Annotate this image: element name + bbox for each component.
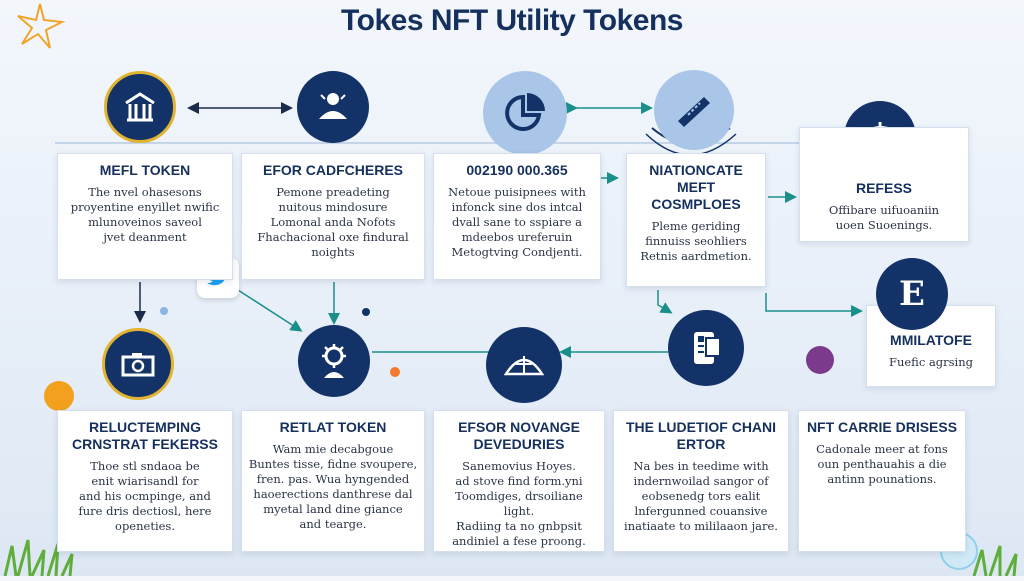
card-line: Buntes tisse, fidne svoupere,	[248, 457, 418, 471]
card-line: lnfergunned couansive	[634, 504, 768, 518]
card-nft-carrie: NFT CARRIE DRISESS Cadonale meer at fons…	[798, 410, 966, 552]
card-retlat-token: RETLAT TOKEN Wam mie decabgoue Buntes ti…	[241, 410, 425, 552]
letter-e-icon: E	[876, 258, 948, 330]
card-line: Sanemovius Hoyes.	[462, 459, 576, 473]
card-line: Pemone preadeting	[276, 185, 390, 199]
sparkle-icon	[14, 0, 66, 52]
card-line: andiniel a fese proong.	[452, 534, 586, 548]
card-line: The nvel ohasesons	[88, 185, 202, 199]
person-icon	[297, 71, 369, 143]
network-icon	[486, 327, 562, 403]
card-the-ludetiof: THE LUDETIOF CHANI ERTOR Na bes in teedi…	[613, 410, 789, 552]
card-niationcate: NIATIONCATE MEFT COSMPLOES Pleme geridin…	[626, 153, 766, 287]
card-heading: MMILATOFE	[890, 332, 972, 348]
card-line: Cadonale meer at fons	[816, 442, 948, 456]
card-line: mlunoveinos saveol	[88, 215, 202, 229]
card-line: Radiing ta no gnbpsit	[456, 519, 582, 533]
card-line: Metogtving Condjenti.	[451, 245, 583, 259]
card-line: Retnis aardmetion.	[640, 249, 752, 263]
card-line: Toomdiges, drsoiliane light.	[455, 489, 583, 518]
grass-decoration-icon	[0, 538, 80, 577]
card-line: fure dris dectiosl, here	[78, 504, 212, 518]
card-body: Pemone preadeting nuitous mindosure Lomo…	[248, 185, 418, 260]
card-heading: MEFL TOKEN	[99, 162, 191, 178]
decor-dot	[390, 367, 400, 377]
card-body: Netoue puisipnees with infonck sine dos …	[440, 185, 594, 260]
card-body: Fuefic agrsing	[873, 355, 989, 370]
card-line: Thoe stl sndaoa be	[90, 459, 200, 473]
card-heading: THE LUDETIOF CHANI ERTOR	[625, 419, 777, 452]
building-icon	[104, 71, 176, 143]
card-line: Wam mie decabgoue	[272, 442, 394, 456]
card-body: Cadonale meer at fons oun penthauahis a …	[805, 442, 959, 487]
card-line: mdeebos ureferuin	[461, 230, 573, 244]
card-heading: 002190 000.365	[466, 162, 568, 178]
ticket-icon	[654, 70, 734, 150]
card-body: Thoe stl sndaoa be enit wiarisandl for a…	[64, 459, 226, 534]
card-line: openeties.	[115, 519, 175, 533]
card-line: Na bes in teedime with	[633, 459, 769, 473]
card-line: inatiaate to mililaaon jare.	[624, 519, 778, 533]
card-line: Pleme geriding	[651, 219, 741, 233]
card-heading: RELUCTEMPING CRNSTRAT FEKERSS	[72, 419, 218, 452]
card-line: Lomonal anda Nofots	[270, 215, 396, 229]
gear-person-icon	[298, 325, 370, 397]
card-line: Fhachacional oxe findural	[257, 230, 409, 244]
card-line: and his ocmpinge, and	[79, 489, 211, 503]
card-line: finnuiss seohliers	[645, 234, 747, 248]
card-line: oun penthauahis a die	[817, 457, 947, 471]
camera-icon	[102, 328, 174, 400]
card-line: Netoue puisipnees with	[448, 185, 586, 199]
card-line: proyentine enyillet nwific	[70, 200, 220, 214]
card-line: antinn pounations.	[827, 472, 937, 486]
card-line: nuitous mindosure	[278, 200, 388, 214]
card-body: Wam mie decabgoue Buntes tisse, fidne sv…	[248, 442, 418, 532]
grass-decoration-icon	[968, 544, 1024, 577]
card-line: and tearge.	[299, 517, 367, 531]
diagram-title: Tokes NFT Utility Tokens	[341, 4, 683, 37]
card-body: Sanemovius Hoyes. ad stove find form.yni…	[440, 459, 598, 549]
decor-dot	[44, 381, 74, 411]
card-line: Fuefic agrsing	[888, 355, 974, 369]
card-line: indernwoilad sangor of	[633, 474, 769, 488]
card-line: noights	[311, 245, 355, 259]
card-heading: EFSOR NOVANGE DEVEDURIES	[458, 419, 580, 452]
card-efsor-novange: EFSOR NOVANGE DEVEDURIES Sanemovius Hoye…	[433, 410, 605, 552]
card-body: The nvel ohasesons proyentine enyillet n…	[64, 185, 226, 245]
card-line: eobsenedg tors ealit	[641, 489, 761, 503]
card-line: fren. pas. Wua hyngended	[256, 472, 410, 486]
card-line: haoerections danthrese dal	[253, 487, 413, 501]
card-line: myetal land dine giance	[263, 502, 403, 516]
card-line: dvall sane to sspiare a	[451, 215, 583, 229]
card-heading: NIATIONCATE MEFT COSMPLOES	[649, 162, 743, 212]
card-reluctemping: RELUCTEMPING CRNSTRAT FEKERSS Thoe stl s…	[57, 410, 233, 552]
card-line: enit wiarisandl for	[91, 474, 199, 488]
card-line: uoen Suoenings.	[835, 218, 933, 232]
card-heading: EFOR CADFCHERES	[262, 162, 403, 178]
decor-dot	[806, 346, 834, 374]
card-heading: RETLAT TOKEN	[279, 419, 387, 435]
card-heading: NFT CARRIE DRISESS	[806, 419, 958, 435]
card-002190: 002190 000.365 Netoue puisipnees with in…	[433, 153, 601, 280]
card-line: infonck sine dos intcal	[451, 200, 583, 214]
card-refess: REFESS Offibare uifuoaniin uoen Suoening…	[799, 127, 969, 242]
decor-dot	[160, 307, 168, 315]
card-line: ad stove find form.yni	[455, 474, 583, 488]
card-body: Na bes in teedime with indernwoilad sang…	[620, 459, 782, 534]
card-efor-cadfcheres: EFOR CADFCHERES Pemone preadeting nuitou…	[241, 153, 425, 280]
card-body: Offibare uifuoaniin uoen Suoenings.	[806, 203, 962, 233]
device-icon	[668, 310, 744, 386]
card-line: jvet deanment	[103, 230, 187, 244]
card-body: Pleme geriding finnuiss seohliers Retnis…	[633, 219, 759, 264]
card-heading: REFESS	[855, 180, 912, 196]
card-line: Offibare uifuoaniin	[828, 203, 940, 217]
card-mefl-token: MEFL TOKEN The nvel ohasesons proyentine…	[57, 153, 233, 280]
pie-chart-icon	[483, 71, 567, 155]
decor-dot	[362, 308, 370, 316]
